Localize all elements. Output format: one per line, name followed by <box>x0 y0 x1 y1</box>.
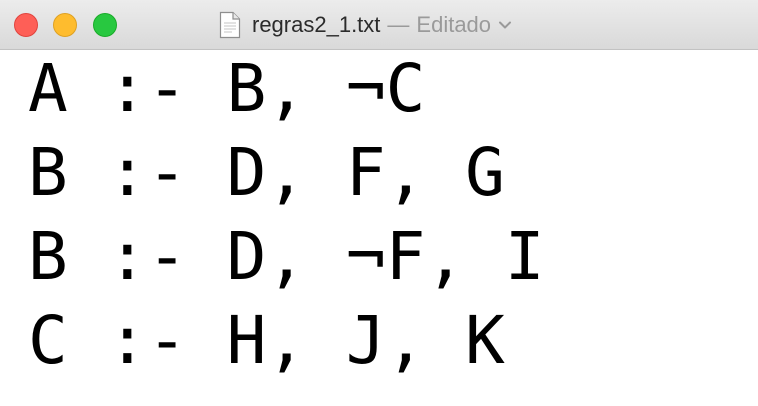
text-line[interactable]: B :- D, ¬F, I <box>28 218 545 295</box>
zoom-button[interactable] <box>93 13 117 37</box>
document-icon <box>219 11 241 39</box>
title-separator: — <box>387 12 410 37</box>
text-line[interactable]: A :- B, ¬C <box>28 50 426 127</box>
text-line[interactable]: B :- D, F, G <box>28 134 505 211</box>
chevron-down-icon[interactable] <box>498 20 512 30</box>
text-editor-area[interactable]: A :- B, ¬C B :- D, F, G B :- D, ¬F, I C … <box>0 50 758 406</box>
document-status: Editado <box>416 12 492 37</box>
minimize-button[interactable] <box>53 13 77 37</box>
window-title[interactable]: regras2_1.txt — Editado <box>219 0 512 50</box>
document-filename: regras2_1.txt <box>252 12 381 37</box>
close-button[interactable] <box>14 13 38 37</box>
title-bar[interactable]: regras2_1.txt — Editado <box>0 0 758 50</box>
text-line[interactable]: C :- H, J, K <box>28 302 505 379</box>
